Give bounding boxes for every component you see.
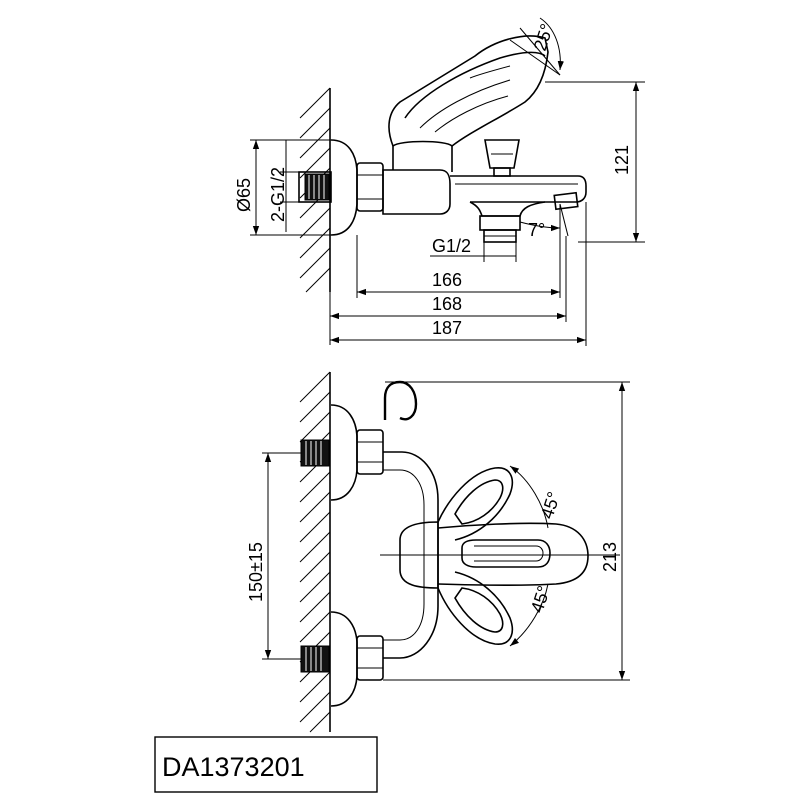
front-view: 45° 45° 150±15 213 (246, 371, 630, 733)
height-121-label: 121 (612, 145, 632, 175)
angle-7-label: 7° (528, 220, 545, 240)
mixer-body-top (382, 169, 451, 215)
length-168-label: 168 (432, 294, 462, 314)
cartridge-housing (392, 140, 453, 172)
angle-45-lower-dimension: 45° (509, 583, 554, 647)
escutcheon-top (330, 139, 358, 236)
diameter-65-dimension: Ø65 (234, 139, 331, 236)
angle-25-label: 25° (530, 21, 557, 53)
diameter-65-label: Ø65 (234, 178, 254, 212)
height-213-label: 213 (600, 542, 620, 572)
hose-outlet-top (469, 201, 546, 243)
wall-hatch-front (299, 371, 331, 733)
angle-45-upper-label: 45° (537, 489, 564, 521)
length-166-dimension: 166 (356, 235, 561, 298)
shower-holder-hook (383, 380, 418, 421)
lever-handle-top (388, 35, 549, 147)
height-121-dimension: 121 (545, 81, 645, 243)
angle-7-dimension: 7° (519, 203, 569, 240)
angle-25-dimension: 25° (509, 17, 564, 76)
inlet-thread-top (298, 171, 332, 203)
length-168-dimension: 168 (329, 236, 567, 345)
upper-inlet-front (300, 404, 384, 501)
length-166-label: 166 (432, 270, 462, 290)
model-code-label: DA1373201 (162, 752, 305, 782)
lower-inlet-front (300, 611, 384, 707)
length-187-dimension: 187 (330, 202, 587, 346)
center-distance-dimension: 150±15 (246, 452, 301, 660)
thread-outlet-dimension: G1/2 (430, 236, 517, 262)
lever-upper-position (437, 467, 514, 541)
angle-45-lower-label: 45° (527, 583, 554, 615)
lever-lower-position (437, 571, 514, 645)
side-view: 25° 121 Ø65 2-G1/2 7° (234, 17, 645, 346)
thread-inlet-label: 2-G1/2 (268, 167, 288, 222)
spout-top (450, 175, 587, 211)
diverter-knob-top (484, 139, 520, 177)
eccentric-nut-top (356, 162, 384, 212)
height-213-dimension: 213 (383, 381, 630, 681)
model-code-box: DA1373201 (154, 736, 378, 793)
center-distance-label: 150±15 (246, 542, 266, 602)
angle-45-upper-dimension: 45° (509, 465, 564, 529)
thread-inlet-dimension: 2-G1/2 (268, 140, 305, 232)
lever-center-position (437, 522, 589, 586)
length-187-label: 187 (432, 318, 462, 338)
thread-outlet-label: G1/2 (432, 236, 471, 256)
